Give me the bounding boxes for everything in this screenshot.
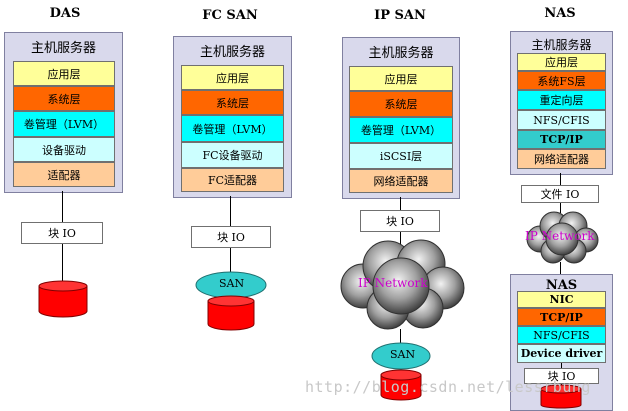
nas-disk-icon bbox=[540, 384, 582, 409]
nas-connector-cloud bbox=[560, 203, 561, 213]
nas-layer-redirect: 重定向层 bbox=[517, 90, 606, 110]
ipsan-host-label: 主机服务器 bbox=[368, 46, 434, 61]
nas-layer-tcpip: TCP/IP bbox=[517, 130, 606, 149]
fcsan-host-label: 主机服务器 bbox=[199, 45, 265, 60]
ipsan-san-label: SAN bbox=[390, 348, 416, 361]
watermark-text: http://blog.csdn.net/lessrbung bbox=[305, 378, 591, 396]
nas-host-label: 主机服务器 bbox=[531, 38, 592, 52]
ipsan-cloud-label: IP Network bbox=[358, 276, 428, 290]
ipsan-connector-san bbox=[400, 329, 401, 343]
nas-device-title: NAS bbox=[545, 278, 578, 293]
nas-cloud-icon bbox=[526, 211, 599, 264]
fcsan-layer-driver: FC设备驱动 bbox=[181, 142, 284, 168]
fcsan-layer-adapter: FC适配器 bbox=[181, 168, 284, 192]
nas-layer-fs: 系统FS层 bbox=[517, 71, 606, 90]
nas-layer-nfs: NFS/CFIS bbox=[517, 110, 606, 130]
nas-title: NAS bbox=[544, 6, 576, 21]
ipsan-layer-app: 应用层 bbox=[349, 66, 453, 91]
nas-device-connector bbox=[561, 363, 562, 369]
ipsan-layer-adapter: 网络适配器 bbox=[349, 169, 453, 193]
fcsan-layer-system: 系统层 bbox=[181, 90, 284, 115]
das-layer-lvm: 卷管理（LVM） bbox=[13, 111, 115, 137]
nas-host-server: 主机服务器 应用层 系统FS层 重定向层 NFS/CFIS TCP/IP 网络适… bbox=[510, 31, 613, 175]
nas-layer-app: 应用层 bbox=[517, 53, 606, 71]
das-layer-driver: 设备驱动 bbox=[13, 137, 115, 162]
das-title: DAS bbox=[49, 6, 81, 21]
nas-device-box: NAS NIC TCP/IP NFS/CFIS Device driver 块 … bbox=[510, 274, 613, 411]
das-connector-bottom bbox=[62, 244, 63, 284]
nas-file-io: 文件 IO bbox=[521, 185, 599, 203]
ipsan-san-ellipse bbox=[371, 342, 431, 370]
ipsan-layer-iscsi: iSCSI层 bbox=[349, 143, 453, 169]
fcsan-layer-app: 应用层 bbox=[181, 65, 284, 90]
fcsan-block-io: 块 IO bbox=[191, 226, 271, 248]
fcsan-title: FC SAN bbox=[202, 8, 258, 23]
fcsan-host-server: 主机服务器 应用层 系统层 卷管理（LVM） FC设备驱动 FC适配器 bbox=[173, 36, 292, 198]
das-host-server: 主机服务器 应用层 系统层 卷管理（LVM） 设备驱动 适配器 bbox=[4, 32, 123, 193]
nas-cloud-label: IP Network bbox=[525, 229, 595, 243]
das-layer-app: 应用层 bbox=[13, 61, 115, 86]
ipsan-layer-lvm: 卷管理（LVM） bbox=[349, 117, 453, 143]
das-layer-adapter: 适配器 bbox=[13, 162, 115, 187]
nas-device-layer-nic: NIC bbox=[517, 291, 606, 308]
nas-device-layer-nfs: NFS/CFIS bbox=[517, 326, 606, 344]
ipsan-cloud-icon bbox=[340, 239, 465, 330]
das-disk-icon bbox=[38, 280, 88, 318]
ipsan-connector-cloud bbox=[400, 232, 401, 244]
das-connector-top bbox=[62, 191, 63, 222]
das-layer-system: 系统层 bbox=[13, 86, 115, 111]
ipsan-host-server: 主机服务器 应用层 系统层 卷管理（LVM） iSCSI层 网络适配器 bbox=[342, 37, 460, 199]
fcsan-san-label: SAN bbox=[219, 277, 245, 290]
das-block-io: 块 IO bbox=[21, 222, 103, 244]
nas-layer-adapter: 网络适配器 bbox=[517, 149, 606, 169]
ipsan-block-io: 块 IO bbox=[360, 210, 440, 232]
nas-device-layer-tcpip: TCP/IP bbox=[517, 308, 606, 326]
ipsan-layer-system: 系统层 bbox=[349, 91, 453, 117]
fcsan-layer-lvm: 卷管理（LVM） bbox=[181, 115, 284, 142]
ipsan-title: IP SAN bbox=[374, 8, 426, 23]
fcsan-connector-mid bbox=[230, 248, 231, 272]
nas-device-layer-driver: Device driver bbox=[517, 344, 606, 363]
fcsan-disk-icon bbox=[207, 295, 255, 331]
nas-device-block-io: 块 IO bbox=[524, 368, 599, 384]
nas-connector-device bbox=[560, 262, 561, 274]
ipsan-connector-top bbox=[400, 197, 401, 210]
fcsan-connector-top bbox=[230, 196, 231, 226]
nas-connector-top bbox=[560, 173, 561, 185]
das-host-label: 主机服务器 bbox=[30, 41, 96, 56]
ipsan-disk-icon bbox=[380, 369, 422, 401]
